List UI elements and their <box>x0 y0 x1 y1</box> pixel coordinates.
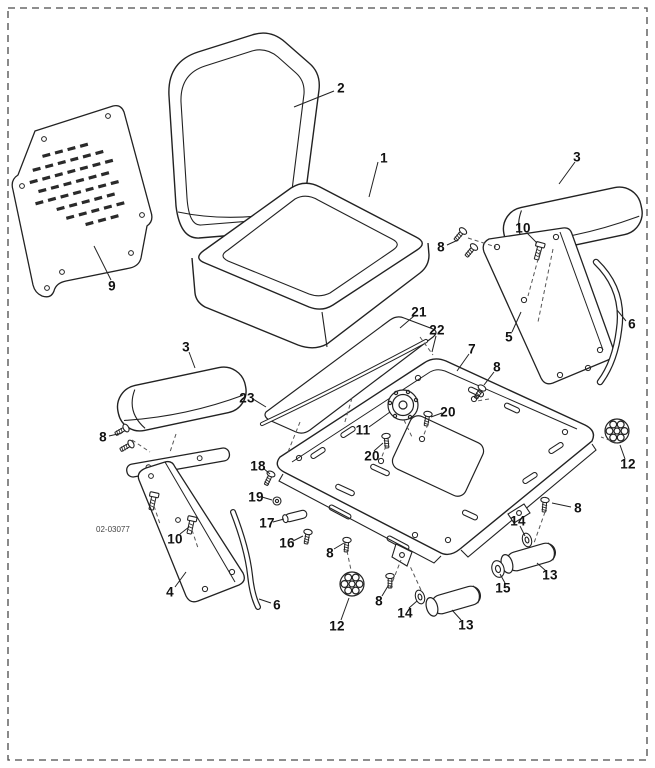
callout-ring: 19 <box>248 489 264 505</box>
callout-pad: 22 <box>429 322 445 338</box>
roller-bottom <box>425 585 481 617</box>
back-panel <box>11 104 153 298</box>
callout-roller-bottom: 13 <box>458 617 474 633</box>
callout-screw-mid: 8 <box>326 545 334 561</box>
callout-washer-large: 15 <box>495 580 511 596</box>
bushing-left <box>339 571 365 597</box>
callout-rod-sheet: 23 <box>239 390 255 406</box>
callout-bolt-right: 10 <box>515 220 531 236</box>
callout-washer-right: 14 <box>510 513 526 529</box>
spacer <box>282 509 308 524</box>
callout-screw-latch: 16 <box>279 535 295 551</box>
washer-bottom <box>414 589 426 605</box>
callout-rod-left: 6 <box>273 597 281 613</box>
callout-rod-right: 6 <box>628 316 636 332</box>
callout-support-sheet: 21 <box>411 304 427 320</box>
drawing-number: 02-03077 <box>96 525 130 534</box>
bushing-right <box>604 418 630 444</box>
rod-sheet <box>259 338 429 427</box>
callout-roller-right: 13 <box>542 567 558 583</box>
bracket-right <box>482 227 615 385</box>
callout-screw-bottom: 8 <box>375 593 383 609</box>
washer-large <box>491 560 505 578</box>
callout-washer-bottom: 14 <box>397 605 413 621</box>
pan-slots <box>310 386 564 551</box>
callout-seat-back: 2 <box>337 80 345 96</box>
bracket-left <box>126 447 245 603</box>
pan-holes <box>295 374 569 544</box>
callout-screw-disc-left: 20 <box>364 448 380 464</box>
washer-right <box>521 532 533 548</box>
rod-right <box>592 258 624 386</box>
callout-seat-pan: 7 <box>468 341 476 357</box>
leader-lines <box>93 90 627 621</box>
callout-screw-pan-top: 8 <box>493 359 501 375</box>
seat-pan <box>276 358 597 567</box>
panel-holes <box>19 113 145 291</box>
ring <box>272 496 282 506</box>
callout-pin: 18 <box>250 458 266 474</box>
callout-screws-top-right: 8 <box>437 239 445 255</box>
callout-bracket-left: 4 <box>166 584 174 600</box>
callout-screws-left: 8 <box>99 429 107 445</box>
callout-screw-disc-right: 20 <box>440 404 456 420</box>
callout-spacer: 17 <box>259 515 275 531</box>
panel-louvers <box>29 142 125 227</box>
assembly-dashed-lines <box>131 237 618 591</box>
seat-cushion <box>191 182 430 349</box>
callout-screw-right: 8 <box>574 500 582 516</box>
callout-bushing-left: 12 <box>329 618 345 634</box>
rod-left <box>230 509 261 610</box>
page-border <box>7 7 648 761</box>
callout-back-panel: 9 <box>108 278 116 294</box>
pan-tabs <box>391 503 531 567</box>
callout-armrest-right: 3 <box>573 149 581 165</box>
callout-bushing-right: 12 <box>620 456 636 472</box>
callout-swivel-disc: 11 <box>355 422 371 438</box>
callout-seat-cushion: 1 <box>380 150 388 166</box>
callout-bolts-left: 10 <box>167 531 183 547</box>
callout-armrest-left: 3 <box>182 339 190 355</box>
swivel-disc <box>387 389 419 421</box>
callout-bracket-right: 5 <box>505 329 513 345</box>
armrest-left <box>116 366 247 432</box>
